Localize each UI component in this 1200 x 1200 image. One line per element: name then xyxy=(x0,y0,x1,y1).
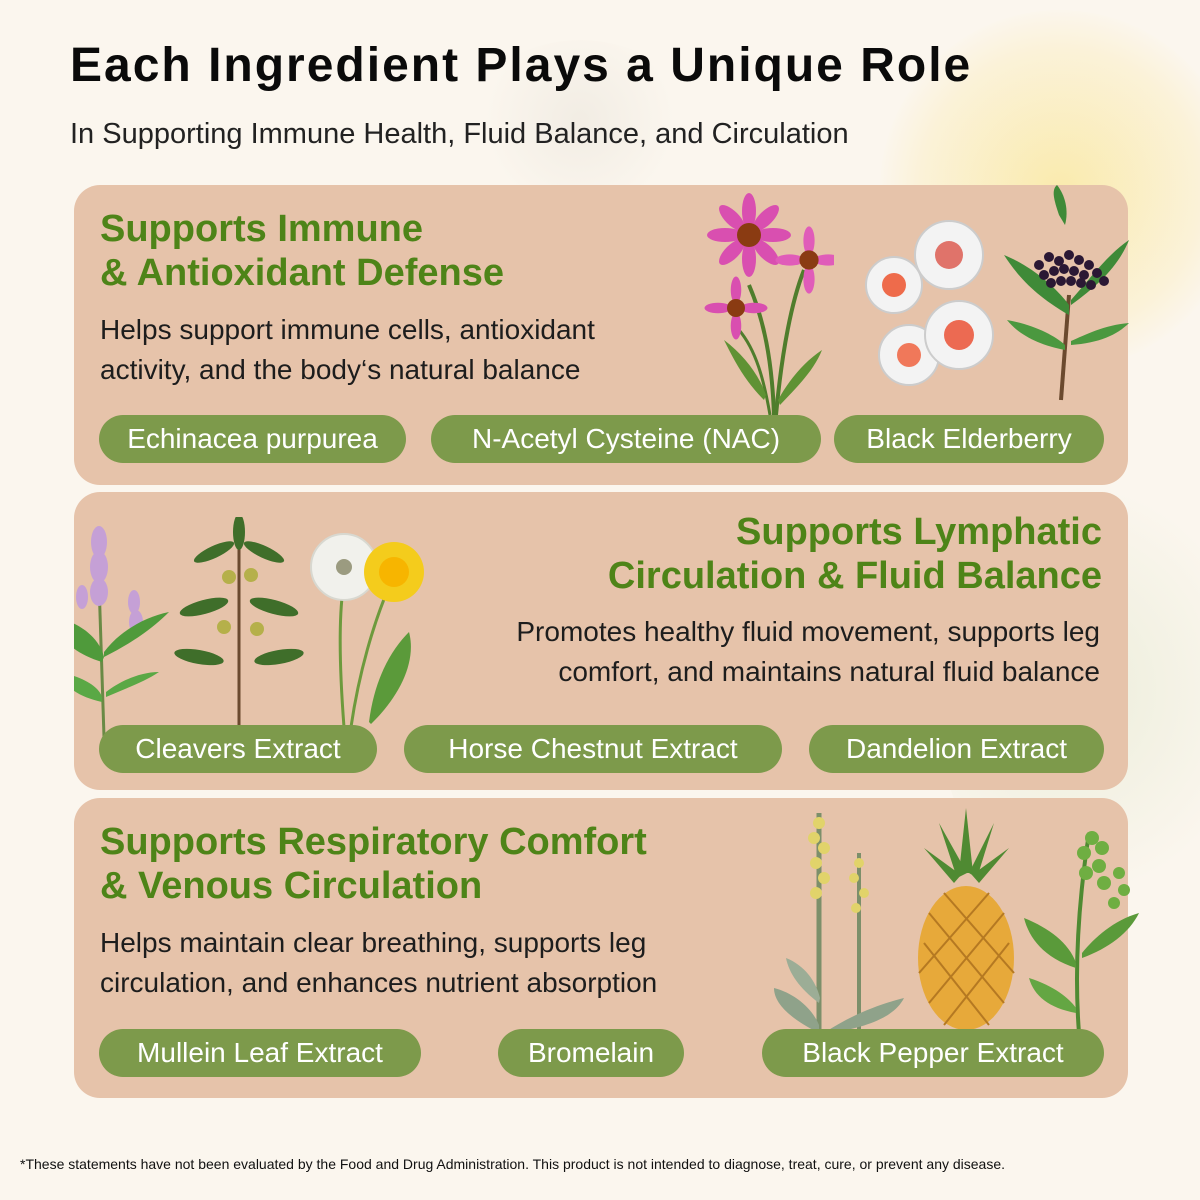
respiratory-panel: Supports Respiratory Comfort & Venous Ci… xyxy=(74,798,1139,1098)
background-dandelion-decoration xyxy=(470,40,690,200)
ingredient-pill-black-pepper: Black Pepper Extract xyxy=(762,1029,1104,1077)
lymphatic-panel: Supports Lymphatic Circulation & Fluid B… xyxy=(74,492,1128,790)
ingredient-pill-nac: N-Acetyl Cysteine (NAC) xyxy=(431,415,821,463)
ingredient-pill-cleavers: Cleavers Extract xyxy=(99,725,377,773)
page-subtitle: In Supporting Immune Health, Fluid Balan… xyxy=(70,118,849,150)
dandelion-icon xyxy=(310,533,424,727)
ingredient-pill-horse-chestnut: Horse Chestnut Extract xyxy=(404,725,782,773)
ingredient-pill-echinacea: Echinacea purpurea xyxy=(99,415,406,463)
echinacea-flower-icon xyxy=(704,193,834,415)
horse-chestnut-plant-icon xyxy=(174,517,304,727)
ingredient-pill-bromelain: Bromelain xyxy=(498,1029,684,1077)
nac-capsule-icon xyxy=(865,220,994,386)
page-title: Each Ingredient Plays a Unique Role xyxy=(70,39,973,92)
immune-panel: Supports Immune & Antioxidant Defense He… xyxy=(74,185,1129,485)
pineapple-icon xyxy=(918,808,1015,1030)
panel-description: Helps support immune cells, antioxidant … xyxy=(100,314,595,385)
fda-disclaimer: *These statements have not been evaluate… xyxy=(20,1156,1006,1172)
ingredient-pill-dandelion: Dandelion Extract xyxy=(809,725,1104,773)
ingredient-pill-elderberry: Black Elderberry xyxy=(834,415,1104,463)
mullein-plant-icon xyxy=(774,813,904,1033)
ingredient-pill-mullein: Mullein Leaf Extract xyxy=(99,1029,421,1077)
panel-description: Promotes healthy fluid movement, support… xyxy=(516,616,1100,687)
panel-heading: Supports Respiratory Comfort & Venous Ci… xyxy=(100,821,647,907)
black-pepper-plant-icon xyxy=(1024,831,1139,1033)
panel-heading: Supports Lymphatic Circulation & Fluid B… xyxy=(607,511,1102,597)
panel-heading: Supports Immune & Antioxidant Defense xyxy=(100,208,504,294)
mint-herb-icon xyxy=(74,526,169,737)
panel-description: Helps maintain clear breathing, supports… xyxy=(100,927,658,998)
elderberry-branch-icon xyxy=(1004,185,1129,401)
